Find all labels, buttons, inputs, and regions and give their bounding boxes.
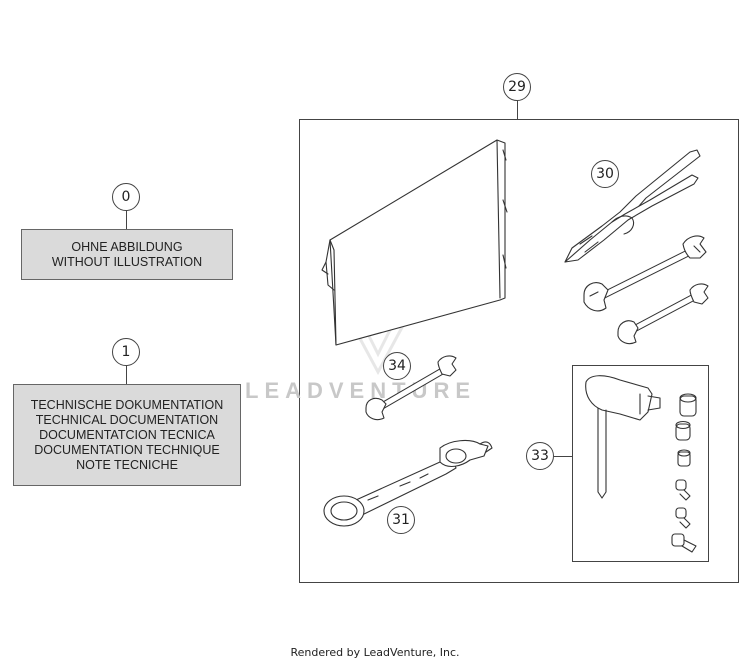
combination-wrench-icon[interactable] [323,439,493,527]
callout-33-leader [554,456,572,457]
callout-29-leader [517,100,518,119]
documentation-line-4: DOCUMENTATION TECHNIQUE [34,442,220,457]
open-end-wrench-icon[interactable] [583,235,707,312]
callout-1-leader [126,364,127,384]
open-end-wrench-icon[interactable] [617,283,709,345]
tool-kit-frame [299,119,739,583]
callout-0[interactable]: 0 [112,183,140,211]
footer-credit: Rendered by LeadVenture, Inc. [290,646,460,659]
technical-documentation-box: TECHNISCHE DOKUMENTATION TECHNICAL DOCUM… [13,384,241,486]
t-handle-hex-key-icon[interactable] [585,375,661,499]
callout-33[interactable]: 33 [526,442,554,470]
documentation-line-5: NOTE TECNICHE [76,457,178,472]
callout-29[interactable]: 29 [503,73,531,101]
without-illustration-line-1: OHNE ABBILDUNG [71,239,183,254]
open-end-wrench-icon[interactable] [365,355,457,421]
callout-1[interactable]: 1 [112,338,140,366]
documentation-line-3: DOCUMENTATCION TECNICA [39,427,215,442]
without-illustration-line-2: WITHOUT ILLUSTRATION [51,254,203,269]
callout-30[interactable]: 30 [591,160,619,188]
pliers-icon[interactable] [564,149,701,263]
documentation-line-1: TECHNISCHE DOKUMENTATION [30,397,224,412]
hex-bit-socket-icon[interactable] [671,393,697,553]
hex-key-set-frame [572,365,709,562]
callout-0-leader [126,209,127,229]
tool-pouch-icon[interactable] [321,139,508,346]
watermark-text: LEADVENTURE [245,378,477,403]
callout-31[interactable]: 31 [387,506,415,534]
documentation-line-2: TECHNICAL DOCUMENTATION [35,412,219,427]
callout-34[interactable]: 34 [383,352,411,380]
without-illustration-box: OHNE ABBILDUNG WITHOUT ILLUSTRATION [21,229,233,280]
